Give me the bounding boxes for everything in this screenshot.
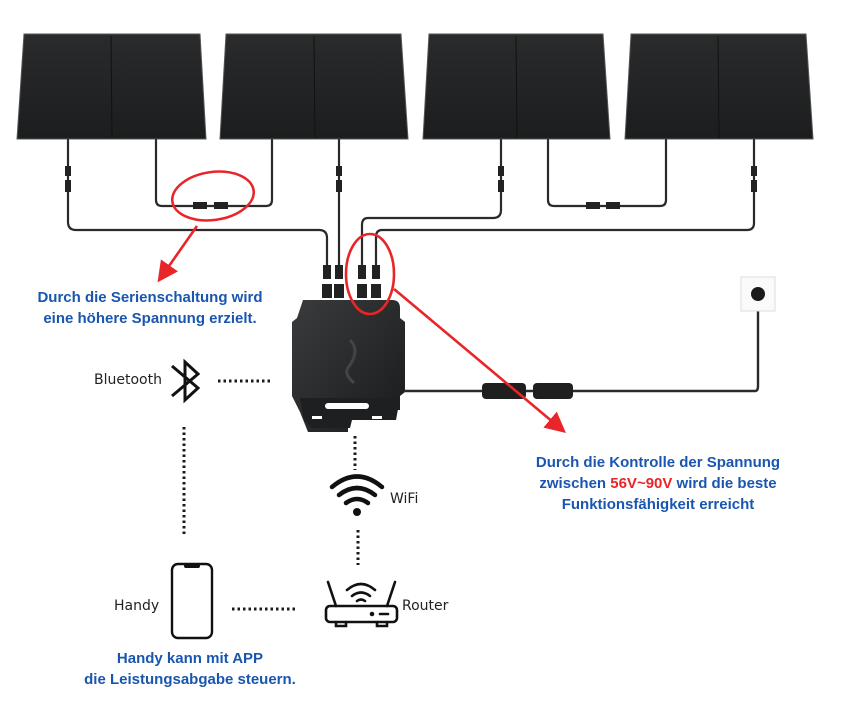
wall-socket xyxy=(740,276,776,312)
app-note: Handy kann mit APP die Leistungsabgabe s… xyxy=(60,648,320,690)
wifi-label: WiFi xyxy=(390,491,419,507)
voltage-note-line2-pre: zwischen xyxy=(539,475,611,492)
voltage-arrow xyxy=(393,288,566,434)
router-icon xyxy=(324,580,399,628)
voltage-note: Durch die Kontrolle der Spannung zwische… xyxy=(480,452,836,515)
wireless-links xyxy=(182,379,360,611)
bluetooth-label: Bluetooth xyxy=(94,372,162,388)
series-connection-highlight xyxy=(170,170,256,222)
bluetooth-icon xyxy=(171,358,201,404)
phone-icon xyxy=(170,562,214,640)
app-note-line2: die Leistungsabgabe steuern. xyxy=(84,671,296,688)
solar-panel-2 xyxy=(219,33,409,140)
solar-panel-3 xyxy=(422,33,611,140)
router-label: Router xyxy=(402,598,449,614)
handy-label: Handy xyxy=(114,598,160,614)
series-arrow xyxy=(157,225,199,283)
voltage-note-line1: Durch die Kontrolle der Spannung xyxy=(535,454,781,471)
solar-panel-4 xyxy=(624,33,814,140)
microinverter xyxy=(292,300,405,432)
solar-panel-1 xyxy=(16,33,207,140)
voltage-connectors-highlight xyxy=(344,232,396,316)
voltage-range-highlight: 56V~90V xyxy=(610,475,673,492)
series-note-line1: Durch die Serienschaltung wird xyxy=(37,289,263,306)
voltage-note-line3: Funktionsfähigkeit erreicht xyxy=(561,496,755,513)
dc-cables xyxy=(66,138,756,267)
voltage-note-line2-post: wird die beste xyxy=(672,475,777,492)
app-note-line1: Handy kann mit APP xyxy=(116,650,264,667)
series-note: Durch die Serienschaltung wird eine höhe… xyxy=(0,287,300,329)
annotations xyxy=(157,170,566,434)
voltage-note-line2: zwischen 56V~90V wird die beste xyxy=(480,473,836,494)
series-note-line2: eine höhere Spannung erzielt. xyxy=(43,310,257,327)
mc4-connectors xyxy=(65,166,757,298)
wifi-icon xyxy=(329,474,385,516)
ac-cable xyxy=(404,296,760,399)
